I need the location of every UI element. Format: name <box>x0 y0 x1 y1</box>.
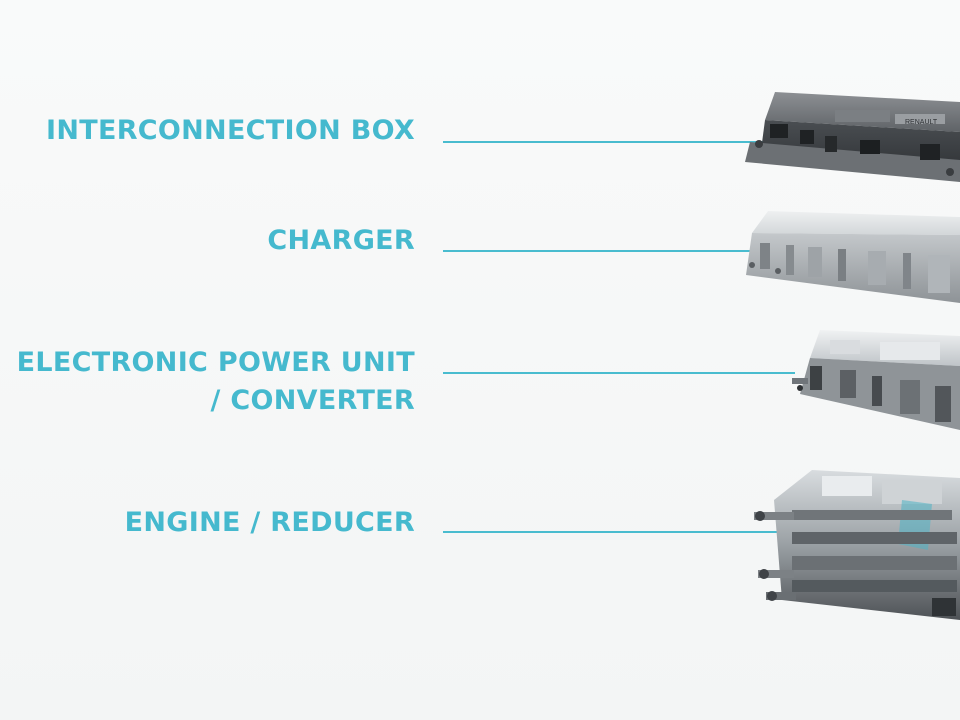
leader-line-charger <box>443 250 755 252</box>
label-electronic-power-unit: ELECTRONIC POWER UNIT / CONVERTER <box>16 347 415 416</box>
svg-text:RENAULT: RENAULT <box>905 119 938 126</box>
charger-image <box>746 211 960 303</box>
leader-line-electronic-power-unit <box>443 372 795 374</box>
label-charger: CHARGER <box>267 225 415 256</box>
leader-line-engine-reducer <box>443 531 785 533</box>
leader-line-interconnection-box <box>443 141 765 143</box>
label-engine-reducer: ENGINE / REDUCER <box>124 507 415 538</box>
interconnection-box-image: RENAULT <box>745 92 960 182</box>
electronic-power-unit-image <box>792 330 960 430</box>
label-interconnection-box: INTERCONNECTION BOX <box>45 115 415 146</box>
engine-reducer-image <box>754 470 960 620</box>
